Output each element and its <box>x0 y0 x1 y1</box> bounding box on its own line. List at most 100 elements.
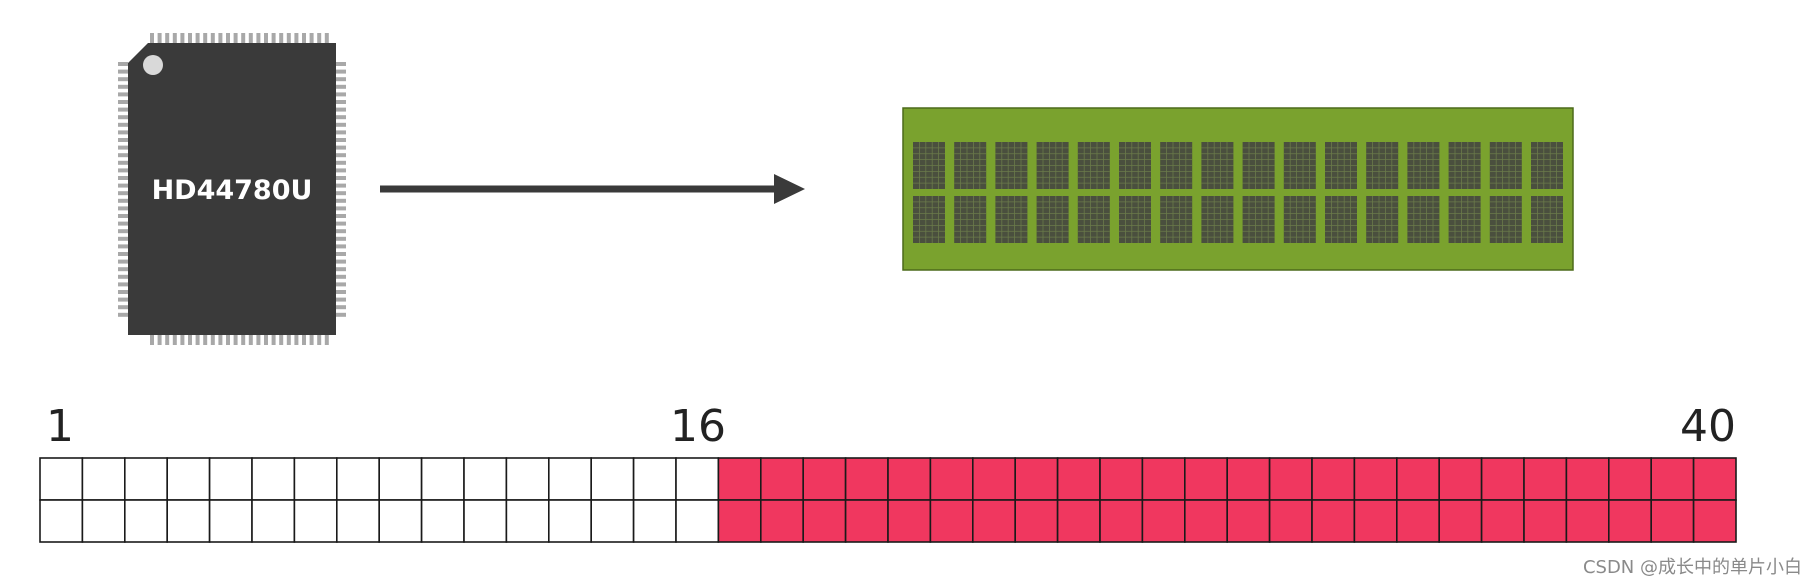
chip-pin <box>302 335 306 345</box>
lcd-character-cell <box>1160 196 1193 243</box>
chip-pin <box>118 305 128 310</box>
chip-pin <box>324 33 329 43</box>
ddram-cell-hidden <box>1099 499 1144 543</box>
chip-pin <box>203 33 208 43</box>
chip-pin <box>336 214 346 218</box>
chip-pin <box>336 305 346 310</box>
chip-pin <box>336 69 346 74</box>
chip-pin <box>172 335 177 345</box>
chip-pin <box>150 335 154 345</box>
chip-pin <box>195 33 200 43</box>
ddram-cell-visible <box>463 499 508 543</box>
chip-pins <box>118 33 346 345</box>
ddram-cell-visible <box>208 499 253 543</box>
ddram-cell-visible <box>632 499 677 543</box>
chip-pin <box>118 176 128 180</box>
chip-pin <box>336 84 346 89</box>
lcd-character-cell <box>1036 142 1069 189</box>
ddram-cell-visible <box>251 499 296 543</box>
ddram-cell-visible <box>251 457 296 501</box>
lcd-character-cell <box>913 142 945 189</box>
ddram-cell-hidden <box>1523 499 1568 543</box>
ddram-cell-hidden <box>1692 499 1737 543</box>
ddram-cell-hidden <box>1565 499 1610 543</box>
chip-pin <box>118 92 128 97</box>
ddram-cell-visible <box>81 499 126 543</box>
chip-pin <box>226 33 230 43</box>
chip-pin <box>118 122 128 127</box>
chip-pin <box>286 335 291 345</box>
chip-pin <box>256 33 261 43</box>
chip-pin <box>203 335 208 345</box>
chip-pin <box>336 107 346 112</box>
lcd-character-cell <box>954 196 987 243</box>
chip-pin <box>118 145 128 150</box>
chip-pin <box>336 198 346 203</box>
ddram-cell-hidden <box>1438 457 1483 501</box>
chip-pin <box>157 33 162 43</box>
chip-pin <box>336 145 346 150</box>
ddram-cell-visible <box>505 499 550 543</box>
chip-pin <box>118 244 128 249</box>
chip-pin <box>118 115 128 120</box>
chip-pin <box>118 221 128 226</box>
ddram-cell-hidden <box>1608 457 1653 501</box>
chip-pin <box>336 183 346 188</box>
ddram-cell-visible <box>124 457 169 501</box>
chip-pin <box>118 297 128 302</box>
ddram-cell-hidden <box>971 499 1016 543</box>
ddram-cell-visible <box>590 499 635 543</box>
lcd-character-cell <box>1448 142 1481 189</box>
chip-pin <box>264 335 268 345</box>
lcd-character-cell <box>1407 196 1440 243</box>
chip-pin <box>180 335 185 345</box>
chip-pin <box>279 33 284 43</box>
lcd-character-cell <box>1160 142 1193 189</box>
chip-pin <box>336 229 346 234</box>
ddram-cell-hidden <box>1141 457 1186 501</box>
chip-pin <box>336 244 346 249</box>
chip-pin <box>180 33 185 43</box>
chip-pin <box>195 335 200 345</box>
ddram-cell-hidden <box>1565 457 1610 501</box>
ddram-cell-hidden <box>1184 457 1229 501</box>
ddram-cell-hidden <box>1396 499 1441 543</box>
lcd-character-cell <box>1119 142 1151 189</box>
chip-pin <box>165 335 170 345</box>
ddram-cell-visible <box>675 499 720 543</box>
lcd-character-cell <box>1489 142 1522 189</box>
ddram-cell-visible <box>166 499 211 543</box>
chip-pin <box>118 69 128 74</box>
ddram-cell-hidden <box>802 457 847 501</box>
chip-pin <box>241 33 246 43</box>
chip-pin <box>317 33 322 43</box>
watermark: CSDN @成长中的单片小白 <box>1583 557 1802 578</box>
ddram-cell-visible <box>335 457 380 501</box>
chip-pin <box>336 160 346 165</box>
lcd-character-cell <box>1407 142 1440 189</box>
ddram-visible-end-label: 16 <box>670 401 726 452</box>
chip-pin <box>233 33 238 43</box>
ddram-cell-visible <box>547 499 592 543</box>
chip-pin <box>118 100 128 104</box>
lcd-character-cell <box>1366 196 1399 243</box>
ddram-cell-visible <box>39 457 84 501</box>
lcd-character-cell <box>1325 196 1357 243</box>
chip-pin <box>218 335 223 345</box>
ddram-end-label: 40 <box>1680 401 1736 452</box>
chip-pin <box>336 282 346 287</box>
ddram-cell-hidden <box>759 457 804 501</box>
chip-pin <box>294 33 299 43</box>
ddram-cell-hidden <box>1480 499 1525 543</box>
chip-pin <box>248 33 253 43</box>
ddram-cell-hidden <box>1353 499 1398 543</box>
ddram-cell-hidden <box>1268 499 1313 543</box>
ddram-cell-visible <box>547 457 592 501</box>
ddram-cell-hidden <box>1184 499 1229 543</box>
lcd-character-cell <box>1325 142 1357 189</box>
chip-body <box>128 43 336 335</box>
lcd-character-cell <box>1036 196 1069 243</box>
chip-label: HD44780U <box>152 175 313 206</box>
ddram-cell-hidden <box>844 457 889 501</box>
chip-pin <box>336 115 346 120</box>
